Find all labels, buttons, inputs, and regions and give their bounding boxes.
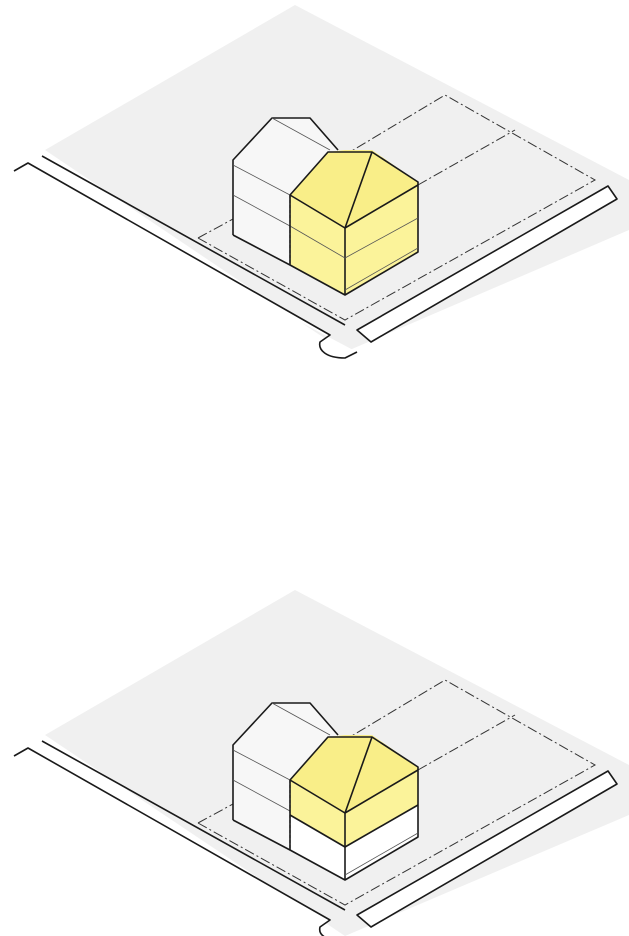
existing-floor-line-1 <box>232 779 291 812</box>
road-outline-right <box>356 770 618 928</box>
existing-floor-line-2 <box>232 164 291 196</box>
addition-lower-side <box>345 805 418 880</box>
addition-eave-side <box>344 184 419 229</box>
existing-ridge <box>271 702 331 736</box>
axonometric-diagram-full-addition <box>0 0 629 380</box>
addition-gable <box>290 735 345 813</box>
addition-eave-side <box>344 769 419 814</box>
addition-hip <box>344 736 373 814</box>
addition-floor-line-1 <box>289 814 346 848</box>
road-outline-left <box>13 747 337 936</box>
lot-boundary-mid <box>417 714 516 771</box>
axonometric-diagram-upper-addition <box>0 585 629 936</box>
lot-boundary <box>197 679 597 906</box>
existing-house <box>232 117 339 266</box>
lot-boundary <box>197 94 597 321</box>
addition-front-wall <box>290 780 345 847</box>
addition-hip <box>344 151 373 229</box>
existing-floor-line-2 <box>232 749 291 781</box>
road-outline-left <box>13 162 358 359</box>
diagram-canvas <box>13 5 629 359</box>
addition-massing <box>289 150 419 296</box>
addition-floor-line-2 <box>344 832 419 876</box>
existing-house-gable-wall <box>233 118 338 265</box>
addition-eave <box>289 194 346 229</box>
addition-eave <box>289 779 346 814</box>
addition-lower-front <box>290 815 345 880</box>
existing-house-gable-wall <box>233 703 338 850</box>
addition-floor-line-1 <box>289 225 346 259</box>
addition-floor-line-2 <box>344 247 419 291</box>
addition-outline <box>289 736 419 881</box>
road-outline-left-inner <box>41 155 346 326</box>
addition-massing <box>289 735 419 881</box>
road-outline-left-inner <box>41 740 346 911</box>
addition-floor-line-1b <box>344 804 419 848</box>
addition-outline <box>289 151 419 296</box>
lot-boundary-mid <box>417 129 516 186</box>
diagram-canvas <box>13 590 629 936</box>
addition-floor-line-1b <box>344 217 419 259</box>
existing-house <box>232 702 339 851</box>
existing-ridge <box>271 117 331 151</box>
existing-base <box>232 819 291 851</box>
addition-side-wall <box>345 185 418 295</box>
addition-side-wall <box>345 770 418 847</box>
road-outline-right <box>356 185 618 343</box>
existing-floor-line-1 <box>232 194 291 227</box>
existing-base <box>232 234 291 266</box>
addition-gable <box>290 150 345 228</box>
